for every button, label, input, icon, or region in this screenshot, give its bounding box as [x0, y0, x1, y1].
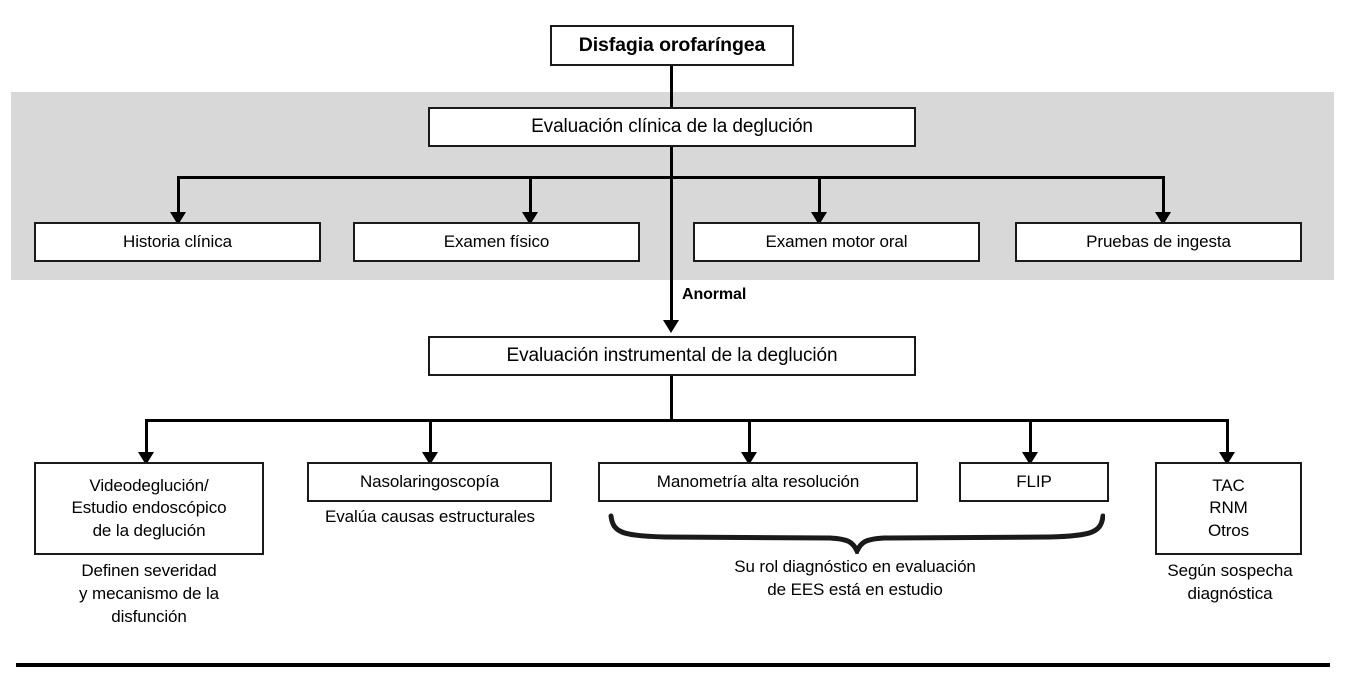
- node-label: FLIP: [1016, 471, 1052, 491]
- node-flip[interactable]: FLIP: [959, 462, 1109, 502]
- node-examen-motor-oral[interactable]: Examen motor oral: [693, 222, 980, 262]
- node-label: Examen motor oral: [765, 231, 908, 251]
- connector-clinical-to-instrumental: [670, 147, 673, 325]
- node-examen-fisico[interactable]: Examen físico: [353, 222, 640, 262]
- branch-drop-manometria: [748, 419, 751, 457]
- node-pruebas-de-ingesta[interactable]: Pruebas de ingesta: [1015, 222, 1302, 262]
- node-disfagia-orofaringea[interactable]: Disfagia orofaríngea: [550, 25, 794, 66]
- caption-nasolaringoscopia: Evalúa causas estructurales: [325, 507, 535, 526]
- caption-brace-ees: Su rol diagnóstico en evaluación de EES …: [734, 557, 976, 599]
- node-manometria-alta-resolucion[interactable]: Manometría alta resolución: [598, 462, 918, 502]
- node-label: Nasolaringoscopía: [359, 471, 500, 491]
- arrowhead-flip: [1022, 452, 1038, 465]
- branch-drop-examen-fisico: [529, 176, 532, 216]
- node-evaluacion-clinica[interactable]: Evaluación clínica de la deglución: [428, 107, 916, 147]
- branch-bus-instrumental: [145, 419, 1229, 422]
- arrowhead-examen-motor: [811, 212, 827, 225]
- branch-drop-videodeglucion: [145, 419, 148, 457]
- arrowhead-nasolaringoscopia: [422, 452, 438, 465]
- node-label: TAC RNM Otros: [1207, 476, 1250, 540]
- node-label: Evaluación clínica de la deglución: [531, 115, 813, 137]
- node-label: Manometría alta resolución: [656, 471, 860, 491]
- branch-drop-nasolaringoscopia: [429, 419, 432, 457]
- branch-drop-flip: [1029, 419, 1032, 457]
- node-nasolaringoscopia[interactable]: Nasolaringoscopía: [307, 462, 552, 502]
- arrowhead-manometria: [741, 452, 757, 465]
- node-label: Videodeglución/ Estudio endoscópico de l…: [71, 476, 227, 540]
- arrowhead-videodeglucion: [138, 452, 154, 465]
- connector-root-to-clinical: [670, 66, 673, 107]
- caption-tac-rnm-otros: Según sospecha diagnóstica: [1167, 561, 1293, 603]
- node-label: Disfagia orofaríngea: [578, 33, 766, 56]
- node-videodeglucion[interactable]: Videodeglución/ Estudio endoscópico de l…: [34, 462, 264, 555]
- node-label: Examen físico: [443, 231, 550, 251]
- node-label: Evaluación instrumental de la deglución: [506, 344, 838, 366]
- arrowhead-historia: [170, 212, 186, 225]
- node-historia-clinica[interactable]: Historia clínica: [34, 222, 321, 262]
- branch-drop-historia: [177, 176, 180, 216]
- arrowhead-pruebas: [1155, 212, 1171, 225]
- connector-instrumental-stem: [670, 376, 673, 421]
- node-evaluacion-instrumental[interactable]: Evaluación instrumental de la deglución: [428, 336, 916, 376]
- branch-drop-tac-rnm: [1226, 419, 1229, 457]
- arrowhead-tac-rnm: [1219, 452, 1235, 465]
- node-label: Historia clínica: [123, 231, 232, 251]
- caption-videodeglucion: Definen severidad y mecanismo de la disf…: [78, 561, 220, 626]
- figure-bottom-rule: [16, 663, 1330, 667]
- branch-drop-pruebas: [1162, 176, 1165, 216]
- node-label: Pruebas de ingesta: [1086, 231, 1231, 251]
- branch-drop-examen-motor: [818, 176, 821, 216]
- edge-label-anormal: Anormal: [682, 286, 747, 303]
- grouping-brace: [605, 512, 1105, 554]
- arrowhead-examen-fisico: [522, 212, 538, 225]
- node-tac-rnm-otros[interactable]: TAC RNM Otros: [1155, 462, 1302, 555]
- arrowhead-instrumental: [663, 320, 679, 333]
